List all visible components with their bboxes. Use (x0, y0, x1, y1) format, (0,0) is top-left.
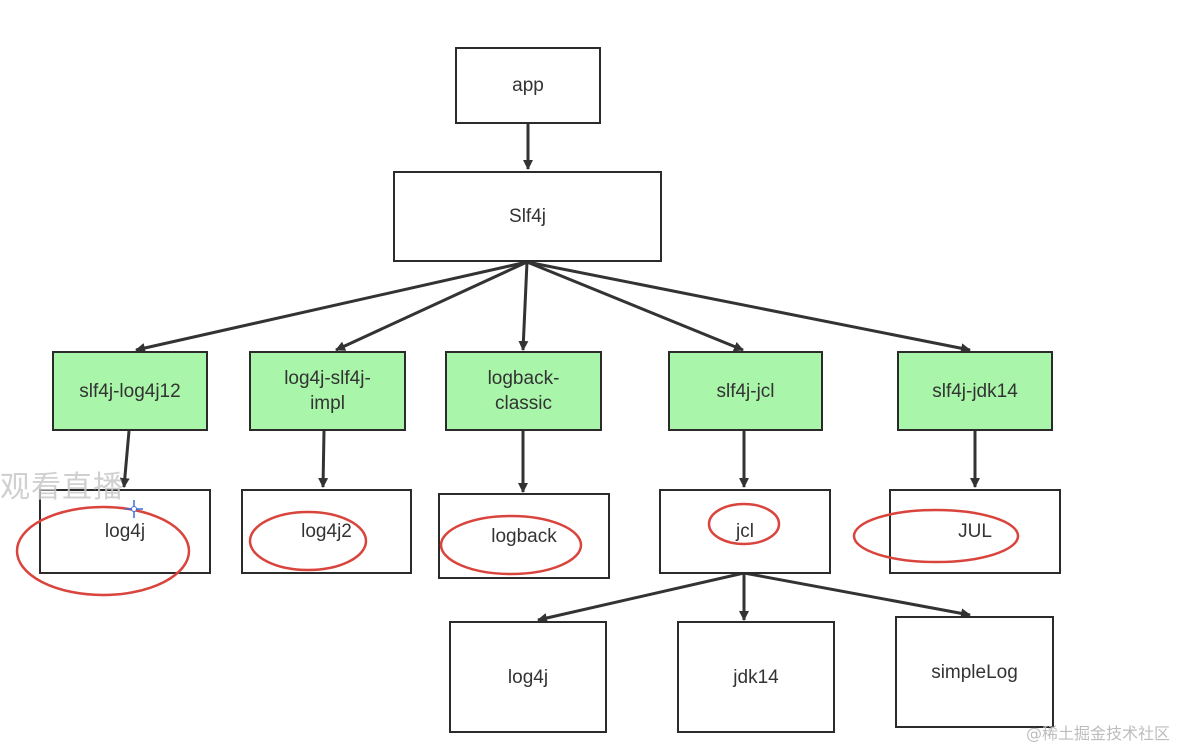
node-jcl-jdk14: jdk14 (677, 621, 835, 733)
edge-slf4j-to-log4j-slf4j-impl (335, 260, 528, 352)
node-log4j-slf4j-impl-label-line1: log4j-slf4j- (284, 368, 371, 389)
edge-jcl-to-simplelog (743, 571, 971, 619)
node-jcl-simplelog: simpleLog (895, 616, 1054, 728)
node-jcl-label: jcl (736, 521, 754, 542)
node-logback-classic-label-line1: logback- (487, 368, 560, 389)
node-jcl: jcl (659, 489, 831, 574)
node-logback: logback (438, 493, 610, 579)
node-app: app (455, 47, 601, 124)
edge-group (119, 124, 980, 623)
node-jcl-simplelog-label: simpleLog (931, 661, 1018, 683)
node-slf4j-log4j12-label: slf4j-log4j12 (79, 380, 181, 402)
node-log4j2: log4j2 (241, 489, 412, 574)
node-logback-classic: logback- classic (445, 351, 602, 431)
node-jcl-log4j: log4j (449, 621, 607, 733)
node-slf4j-jdk14-label: slf4j-jdk14 (932, 380, 1018, 402)
edge-slf4j-to-slf4j-jcl (526, 260, 744, 352)
node-jul: JUL (889, 489, 1061, 574)
node-slf4j-jdk14: slf4j-jdk14 (897, 351, 1053, 431)
node-slf4j-label: Slf4j (509, 206, 546, 227)
edge-slf4j-to-logback-classic (518, 261, 529, 351)
crosshair-cursor-icon (125, 500, 143, 518)
node-app-label: app (512, 75, 544, 96)
node-jcl-log4j-label: log4j (507, 666, 549, 688)
edge-slf4j-to-slf4j-jdk14 (526, 260, 971, 354)
node-logback-classic-text: logback- classic (482, 366, 566, 416)
node-jcl-jdk14-label: jdk14 (733, 666, 779, 688)
node-log4j2-label: log4j2 (301, 521, 352, 542)
edge-jcl-to-log4j (537, 571, 745, 623)
overlay-watermark-text: 观看直播 (0, 470, 124, 505)
source-watermark: @稀土掘金技术社区 (1025, 724, 1170, 743)
node-logback-label: logback (491, 525, 557, 547)
node-log4j-slf4j-impl-label-line2: impl (310, 393, 345, 414)
node-slf4j-log4j12: slf4j-log4j12 (52, 351, 208, 431)
node-jul-label: JUL (958, 521, 992, 542)
node-log4j-slf4j-impl: log4j-slf4j- impl (249, 351, 406, 431)
node-slf4j: Slf4j (393, 171, 662, 262)
edge-slf4j-log4j12-to-log4j (119, 430, 131, 488)
node-slf4j-jcl-label: slf4j-jcl (716, 380, 775, 402)
node-log4j-label: log4j (104, 521, 146, 542)
edge-slf4j-to-slf4j-log4j12 (135, 260, 528, 353)
node-logback-classic-label-line2: classic (494, 393, 552, 414)
node-log4j-slf4j-impl-text: log4j-slf4j- impl (278, 366, 377, 416)
node-slf4j-jcl: slf4j-jcl (668, 351, 823, 431)
edge-log4j-slf4j-impl-to-log4j2 (318, 430, 329, 488)
